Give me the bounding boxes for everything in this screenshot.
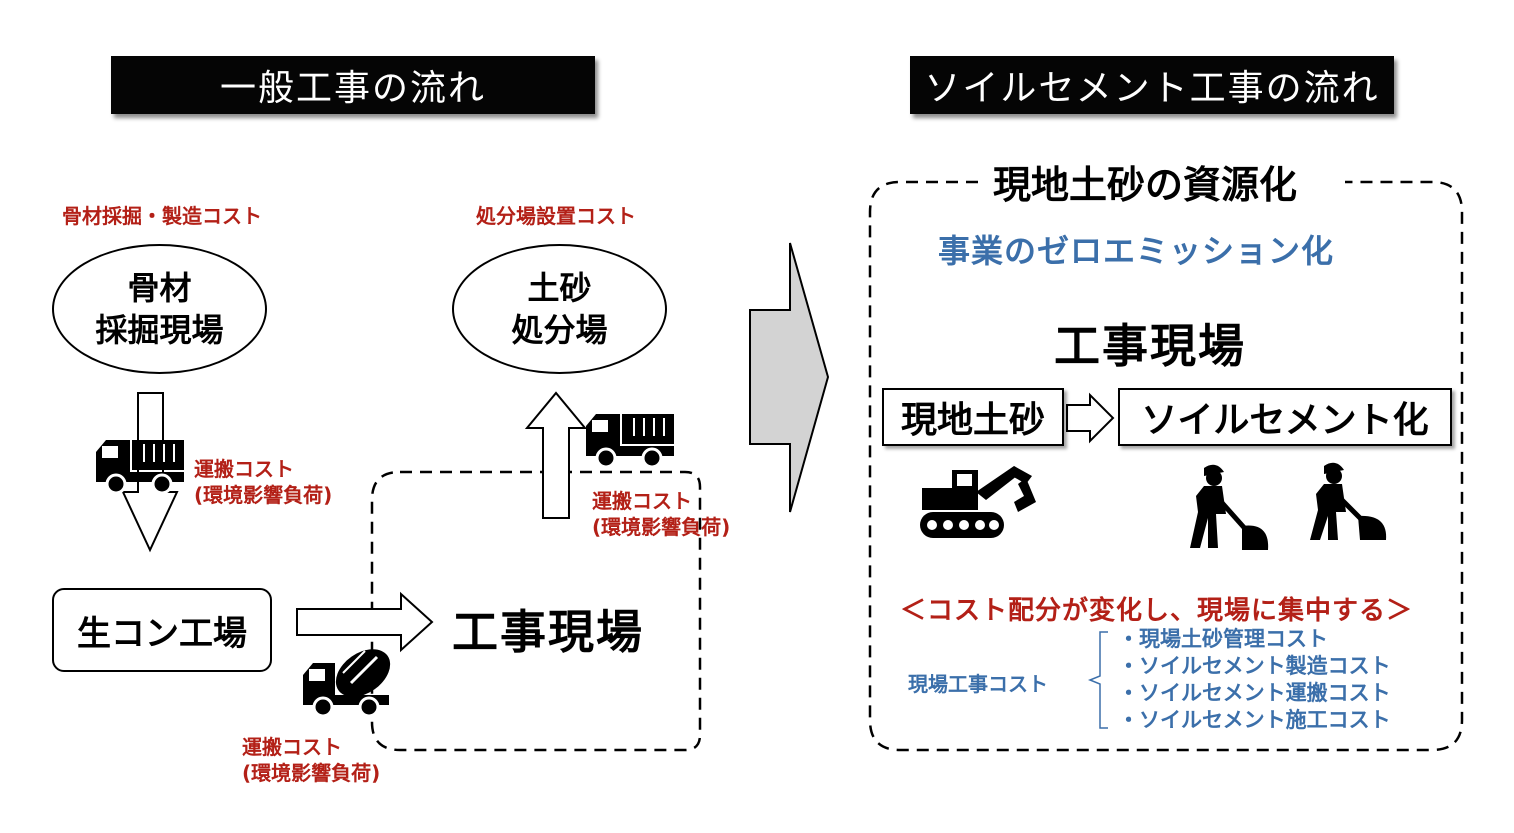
cost-change-label: ＜コスト配分が変化し、現場に集中する＞ [900,596,1414,626]
frame-title: 現地土砂の資源化 [985,154,1306,209]
concrete-plant-label: 生コン工場 [77,613,247,654]
down-arrow [121,392,179,553]
right-construction-site: 工事現場 [1054,319,1246,373]
transport-cost-2-line2: (環境影響負荷) [592,515,731,539]
transport-cost-label-1: 運搬コスト (環境影響負荷) [194,456,332,508]
local-soil-box: 現地土砂 [882,388,1064,446]
dump-truck-icon [96,440,184,495]
left-construction-site: 工事現場 [452,605,644,659]
disposal-site-line1: 土砂 [527,269,592,307]
dump-truck-icon [586,414,674,469]
aggregate-site-line1: 骨材 [127,269,192,307]
construction-area-frame [370,470,702,752]
general-flow-title-text: 一般工事の流れ [219,68,486,109]
soil-cement-flow-title: ソイルセメント工事の流れ [910,56,1394,114]
soil-cement-label: ソイルセメント化 [1141,400,1429,441]
up-arrow [524,391,588,519]
transport-cost-2-line1: 運搬コスト [592,489,692,513]
aggregate-site-oval: 骨材 採掘現場 [52,244,267,374]
transport-cost-label-3: 運搬コスト (環境影響負荷) [242,734,380,786]
aggregate-cost-label: 骨材採掘・製造コスト [62,204,262,228]
local-soil-label: 現地土砂 [900,400,1045,441]
mixer-truck-icon [303,649,391,718]
site-cost-item: ・ソイルセメント施工コスト [1118,708,1391,732]
excavator-icon [920,466,1036,538]
site-cost-item: ・現場土砂管理コスト [1118,627,1328,651]
transport-cost-1-line1: 運搬コスト [194,457,294,481]
soil-cement-box: ソイルセメント化 [1118,388,1452,446]
disposal-cost-label: 処分場設置コスト [476,204,636,228]
resource-frame [868,180,1464,752]
site-cost-item: ・ソイルセメント運搬コスト [1118,681,1391,705]
disposal-site-oval: 土砂 処分場 [452,244,667,374]
small-right-arrow [1066,392,1115,444]
worker-shovel-icon [1310,462,1387,540]
big-gray-arrow [749,242,830,513]
site-cost-list: ・現場土砂管理コスト ・ソイルセメント製造コスト ・ソイルセメント運搬コスト ・… [1118,626,1391,734]
concrete-plant-box: 生コン工場 [52,588,272,672]
zero-emission-label: 事業のゼロエミッション化 [938,232,1335,270]
transport-cost-label-2: 運搬コスト (環境影響負荷) [592,488,730,540]
aggregate-site-line2: 採掘現場 [95,311,224,349]
transport-cost-3-line2: (環境影響負荷) [242,761,381,785]
site-cost-item: ・ソイルセメント製造コスト [1118,654,1391,678]
soil-cement-flow-title-text: ソイルセメント工事の流れ [924,68,1380,109]
disposal-site-line2: 処分場 [511,311,608,349]
worker-shovel-icon [1190,464,1269,550]
transport-cost-3-line1: 運搬コスト [242,735,342,759]
right-arrow [296,591,434,653]
transport-cost-1-line2: (環境影響負荷) [194,483,333,507]
general-flow-title: 一般工事の流れ [111,56,595,114]
site-cost-label: 現場工事コスト [908,672,1048,696]
cost-bracket [1087,631,1108,729]
